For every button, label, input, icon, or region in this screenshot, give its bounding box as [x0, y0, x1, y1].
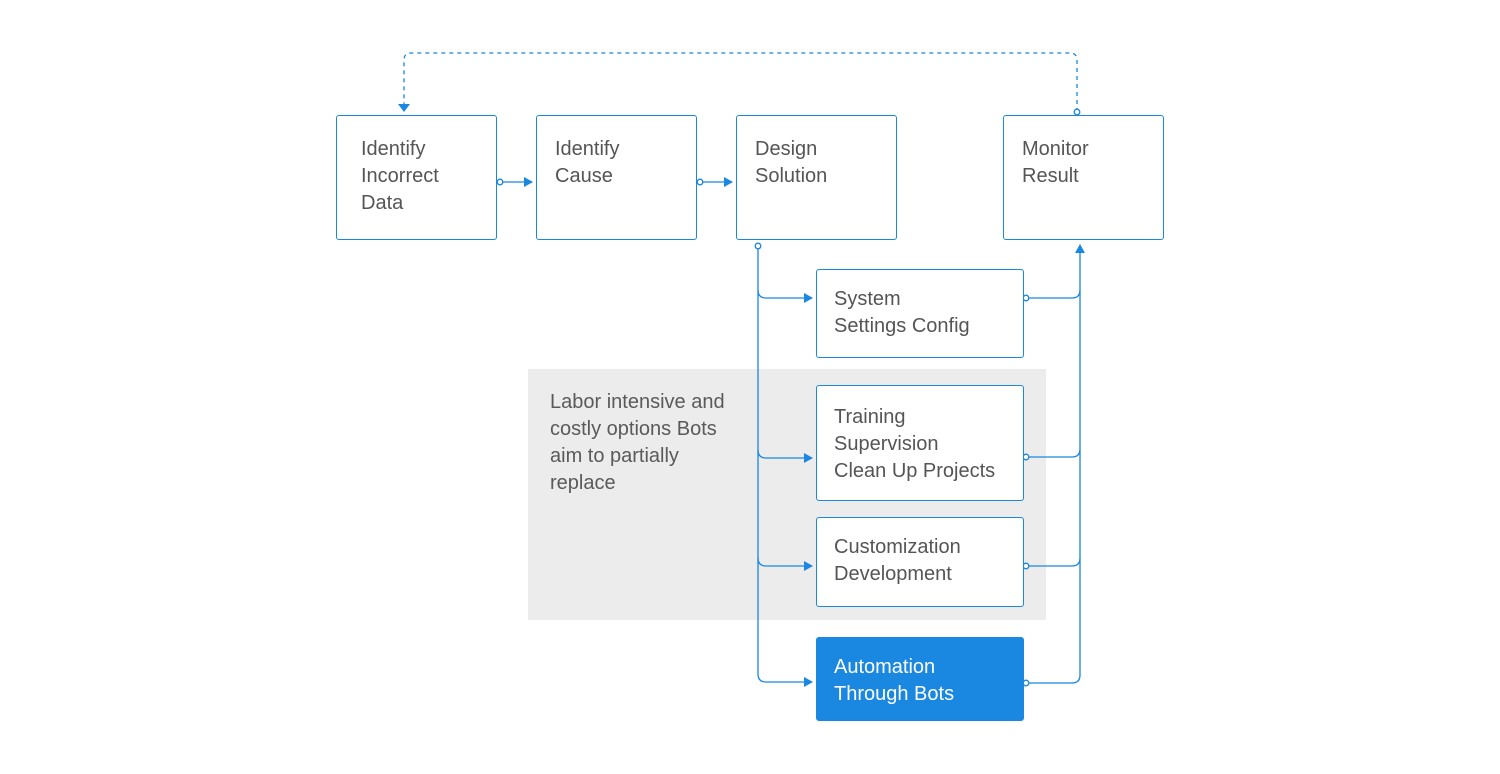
node-label: Training Supervision Clean Up Projects [834, 406, 996, 482]
node-training-supervision: Training Supervision Clean Up Projects [816, 385, 1024, 501]
connector-to-training [757, 449, 813, 463]
node-label: Customization Development [834, 536, 961, 585]
node-system-settings-config: System Settings Config [816, 269, 1024, 358]
feedback-arrowhead [398, 104, 410, 112]
node-customization-development: Customization Development [816, 517, 1024, 607]
connector-from-customization [1026, 557, 1081, 567]
node-label: Design Solution [755, 138, 828, 187]
node-identify-cause: Identify Cause [536, 115, 697, 240]
node-label: Automation Through Bots [834, 656, 955, 705]
node-identify-incorrect-data: Identify Incorrect Data [336, 115, 497, 240]
node-design-solution: Design Solution [736, 115, 897, 240]
port-dot [754, 242, 762, 250]
port-dot [1073, 108, 1081, 116]
connector-to-customization [757, 557, 813, 571]
port-dot [1022, 679, 1030, 687]
connector-design-trunk [757, 246, 813, 687]
node-label: System Settings Config [834, 288, 970, 337]
connector-to-system-settings [757, 289, 813, 303]
port-dot [496, 178, 504, 186]
node-monitor-result: Monitor Result [1003, 115, 1164, 240]
port-dot [696, 178, 704, 186]
port-dot [1022, 562, 1030, 570]
connector-return-trunk [1026, 244, 1085, 684]
node-label: Monitor Result [1022, 138, 1089, 187]
node-label: Identify Incorrect Data [361, 138, 439, 214]
node-automation-through-bots: Automation Through Bots [816, 637, 1024, 721]
labor-intensive-note: Labor intensive and costly options Bots … [550, 391, 725, 494]
port-dot [1022, 453, 1030, 461]
node-label: Identify Cause [555, 138, 620, 187]
port-dot [1022, 294, 1030, 302]
connector-from-training [1026, 448, 1081, 458]
feedback-dashed-connector [403, 52, 1078, 112]
connector-from-system-settings [1026, 289, 1081, 299]
